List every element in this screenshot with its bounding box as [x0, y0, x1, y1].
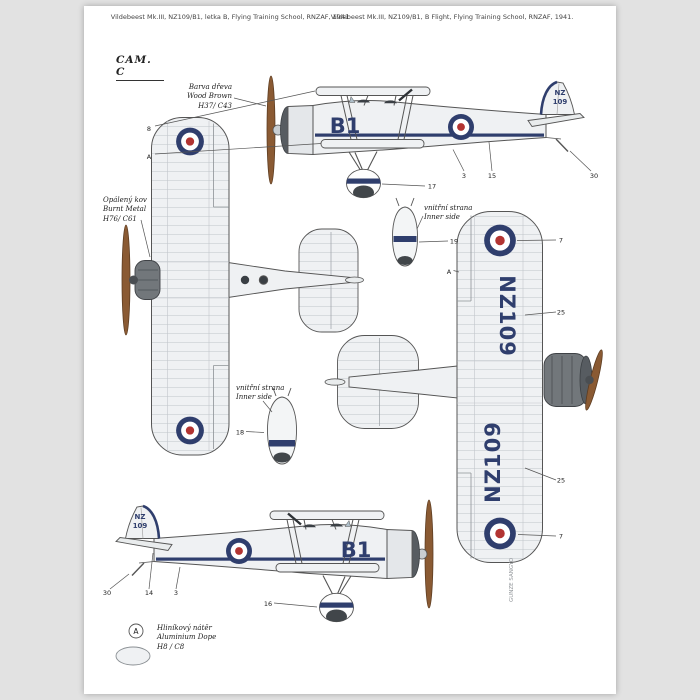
- wing: [151, 117, 230, 456]
- wing-roundel-icon: [484, 224, 516, 257]
- callouts: 8 A 17 3 15 30 19 7 A 25 18 25 7: [103, 90, 598, 608]
- burnt-metal-label: Opálený kov Burnt Metal H76/ C61: [103, 196, 147, 223]
- signature-vertical-text: GUNZE SANGYO: [509, 557, 515, 602]
- callout-17: 17: [428, 183, 436, 191]
- rudder: [345, 276, 364, 284]
- wing-roundel-icon: [176, 416, 204, 445]
- fin-serial-top-2: 109: [553, 98, 568, 106]
- callout-25-lower: 25: [557, 477, 565, 485]
- plan-view-lower: NZ109 NZ109: [324, 211, 603, 563]
- scheme-label: CAM. C: [116, 54, 164, 81]
- callout-30-bottom: 30: [103, 589, 111, 597]
- callout-14: 14: [145, 589, 153, 597]
- rudder: [324, 378, 346, 386]
- label-leaders: [140, 97, 424, 413]
- side-profile-bottom: [116, 500, 433, 624]
- callout-25-upper: 25: [557, 309, 565, 317]
- prop-hub: [129, 275, 138, 285]
- inner-side-label-bottom: vnitřní strana Inner side: [236, 384, 285, 402]
- wheel-spat-detail-top: [392, 197, 418, 267]
- legend-marker-circle: [128, 623, 144, 639]
- callout-30-top: 30: [590, 172, 598, 180]
- wing-serial-upper: NZ109: [495, 275, 519, 357]
- legend-swatch: [115, 646, 151, 666]
- fuselage-code-bottom: B1: [341, 538, 372, 562]
- callout-A-wing: A: [447, 268, 452, 276]
- fin-serial-bottom-2: 109: [133, 522, 148, 530]
- callout-7-upper: 7: [559, 237, 563, 245]
- front-cockpit: [240, 275, 250, 285]
- legend: A: [115, 623, 151, 666]
- callout-15: 15: [488, 172, 496, 180]
- fuselage-code-top: B1: [330, 114, 361, 138]
- fin-serial-bottom-1: NZ: [135, 513, 146, 521]
- callout-18: 18: [236, 429, 244, 437]
- aileron-lines: [457, 215, 472, 559]
- wing-roundel-icon: [484, 517, 516, 550]
- callout-16: 16: [264, 600, 272, 608]
- wing: [456, 211, 543, 563]
- plan-view-upper: [121, 117, 364, 456]
- prop-hub: [585, 375, 594, 385]
- fin-serial-top-1: NZ: [555, 89, 566, 97]
- callout-8: 8: [147, 125, 151, 133]
- legend-marker-letter: A: [133, 627, 139, 636]
- caption-english: Vildebeest Mk.III, NZ109/B1, B Flight, F…: [330, 13, 574, 21]
- callout-7-lower: 7: [559, 533, 563, 541]
- wheel-spat-detail-bottom: [267, 387, 297, 465]
- rear-cockpit: [258, 275, 269, 285]
- callout-3-top: 3: [462, 172, 466, 180]
- aluminium-dope-label: Hliníkový nátěr Aluminium Dope H8 / C8: [157, 624, 217, 651]
- callout-A-top: A: [147, 153, 152, 161]
- propeller-icon: [121, 224, 131, 336]
- callout-19: 19: [450, 238, 458, 246]
- wood-brown-label: Barva dřeva Wood Brown H37/ C43: [186, 83, 232, 110]
- side-profile-top: [267, 76, 584, 200]
- caption-czech: Vildebeest Mk.III, NZ109/B1, letka B, Fl…: [110, 13, 350, 21]
- inner-side-label-top: vnitřní strana Inner side: [424, 204, 473, 222]
- aileron-lines: [213, 123, 229, 449]
- wing-serial-lower: NZ109: [481, 421, 505, 503]
- callout-3-bottom: 3: [174, 589, 178, 597]
